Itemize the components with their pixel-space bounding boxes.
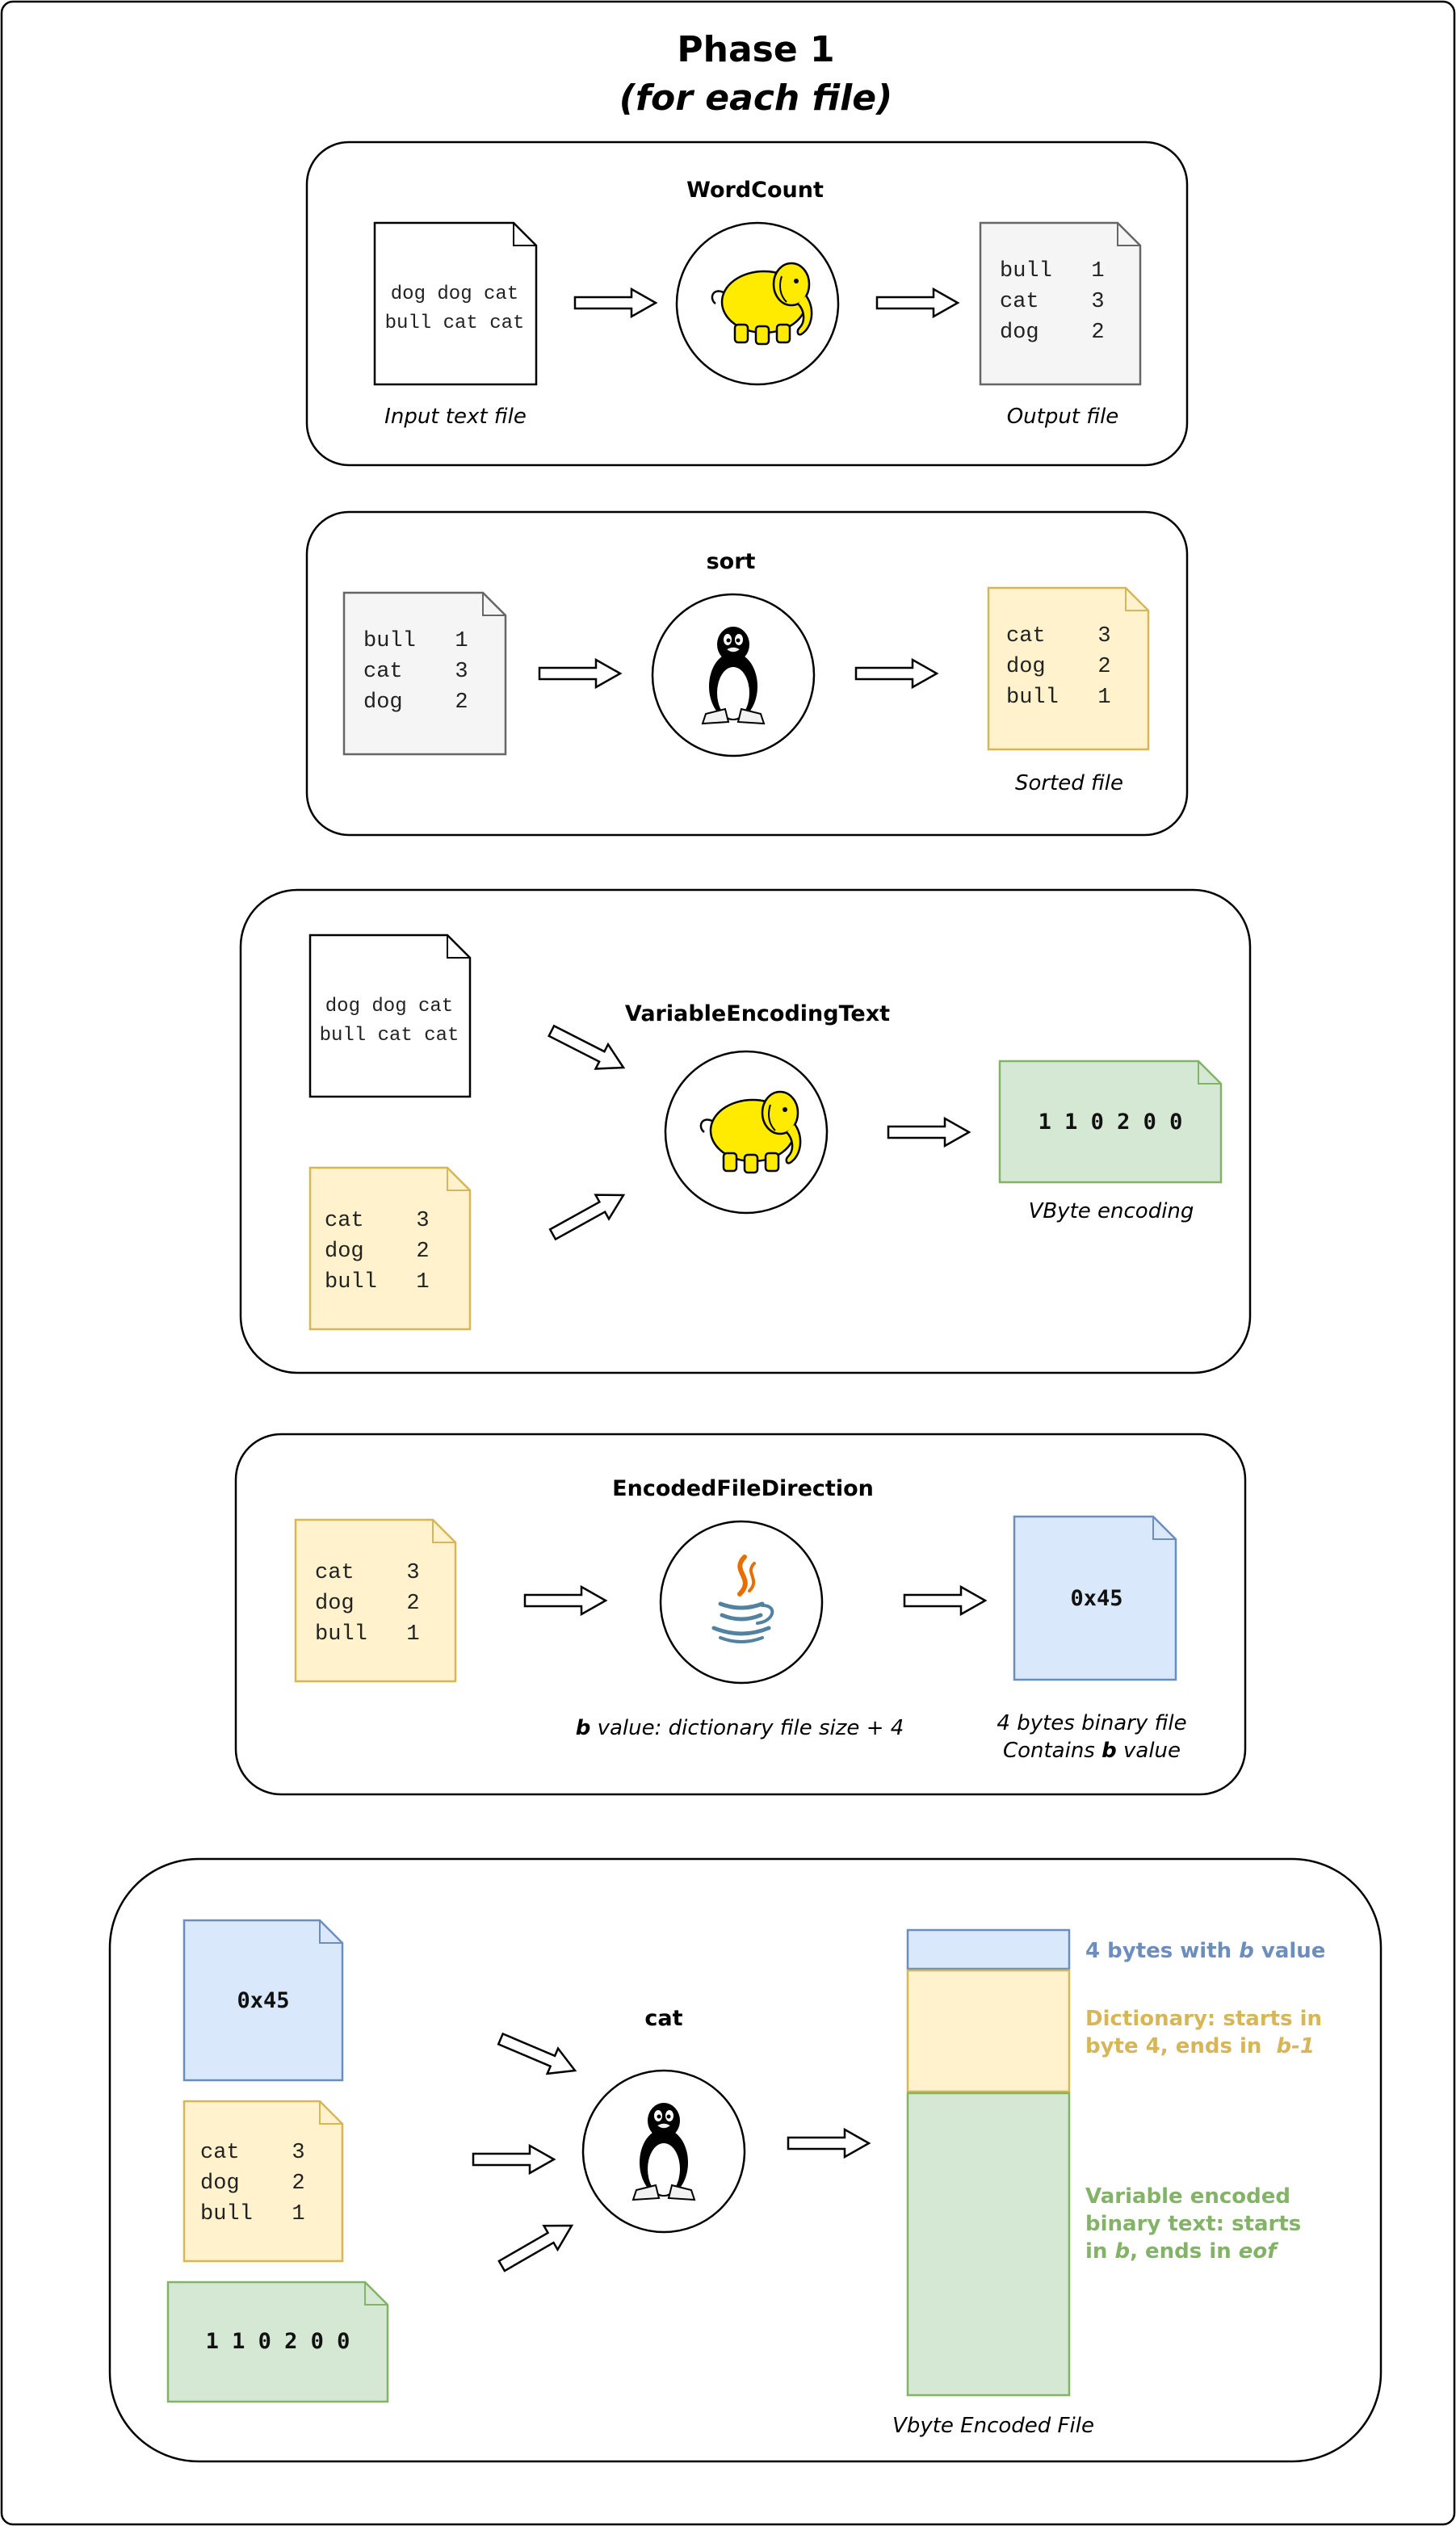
stage-variable-encoding: VariableEncodingText dog dog cat bull ca…	[239, 888, 1252, 1374]
file-line: cat 3	[1006, 624, 1111, 648]
stage-wordcount: WordCount dog dog cat bull cat cat Input…	[305, 141, 1189, 467]
file-value: 1 1 0 2 0 0	[1039, 1110, 1183, 1135]
legend-text-line1: Variable encoded	[1085, 2184, 1290, 2209]
caption-text: value: dictionary file size + 4	[590, 1716, 904, 1740]
sorted-file: cat 3 dog 2 bull 1	[987, 586, 1150, 751]
file-line: dog 2	[1000, 321, 1105, 345]
file-value: 0x45	[237, 1988, 289, 2013]
legend-text: 4 bytes with	[1085, 1939, 1239, 1963]
file-line: cat 3	[325, 1209, 430, 1233]
legend-emphasis: b-1	[1277, 2034, 1315, 2058]
input-caption: Input text file	[384, 405, 527, 429]
file-line: dog 2	[315, 1592, 420, 1616]
legend-text-line2: binary text: starts	[1085, 2212, 1301, 2236]
legend-text-line3: in b, ends in eof	[1085, 2239, 1279, 2264]
file-line: cat 3	[315, 1561, 420, 1585]
dictionary-file: cat 3 dog 2 bull 1	[183, 2100, 344, 2263]
legend-dictionary-line2: byte 4, ends in b-1	[1085, 2034, 1315, 2058]
input-text-file: dog dog cat bull cat cat	[308, 934, 472, 1098]
file-line: bull 1	[1006, 686, 1111, 710]
page-subtitle: (for each file)	[619, 78, 892, 119]
vbyte-encoded-file: 1 1 0 2 0 0	[166, 2281, 389, 2403]
stage-label: VariableEncodingText	[625, 1001, 890, 1026]
layout-dictionary-segment	[906, 1969, 1071, 2093]
file-line: cat 3	[363, 660, 468, 684]
legend-dictionary-line1: Dictionary: starts in	[1085, 2007, 1322, 2031]
binary-b-file: 0x45	[183, 1919, 344, 2082]
output-caption: Output file	[1007, 405, 1119, 429]
stage-encoded-file-direction: EncodedFileDirection cat 3 dog 2 bull 1 …	[234, 1433, 1247, 1796]
output-caption: VByte encoding	[1029, 1199, 1194, 1223]
linux-node	[581, 2069, 746, 2234]
b-value-caption: b value: dictionary file size + 4	[576, 1716, 904, 1740]
file-line: bull cat cat	[320, 1025, 459, 1047]
file-line: bull 1	[363, 629, 468, 653]
layout-text-segment	[906, 2092, 1071, 2397]
encoded-file-layout	[906, 1928, 1071, 2397]
file-line: dog dog cat	[391, 283, 518, 305]
legend-text: value	[1254, 1939, 1326, 1963]
caption-text: value	[1117, 1739, 1181, 1763]
legend-text: byte 4, ends in	[1085, 2034, 1277, 2058]
binary-b-file: 0x45	[1013, 1515, 1177, 1681]
file-line: bull 1	[325, 1270, 430, 1294]
b-symbol: b	[576, 1716, 591, 1740]
file-line: dog dog cat	[325, 996, 453, 1018]
output-caption-line2: Contains b value	[1003, 1739, 1181, 1763]
caption-text: Contains	[1003, 1739, 1101, 1763]
file-value: 1 1 0 2 0 0	[206, 2329, 350, 2354]
file-line: bull 1	[1000, 259, 1105, 283]
dictionary-file: cat 3 dog 2 bull 1	[294, 1518, 457, 1683]
file-line: bull 1	[200, 2202, 305, 2226]
file-line: dog 2	[200, 2171, 305, 2196]
stage-sort: sort bull 1 cat 3 dog 2 cat 3 dog 2 bull…	[305, 510, 1189, 837]
layout-header-segment	[906, 1928, 1071, 1970]
b-symbol: b	[1114, 2239, 1130, 2264]
stage-cat: cat 0x45 cat 3 dog 2 bull 1 1 1 0 2 0 0	[108, 1857, 1383, 2463]
stage-label: EncodedFileDirection	[612, 1476, 874, 1501]
stage-label: sort	[707, 549, 756, 574]
stage-label: WordCount	[686, 178, 824, 203]
page-title: Phase 1	[677, 29, 834, 70]
java-node	[659, 1520, 824, 1685]
file-line: dog 2	[325, 1240, 430, 1264]
file-line: cat 3	[1000, 290, 1105, 314]
output-caption-line1: 4 bytes binary file	[997, 1711, 1186, 1735]
b-symbol: b	[1239, 1939, 1254, 1963]
file-line: bull cat cat	[385, 313, 525, 334]
file-line: bull 1	[315, 1622, 420, 1647]
hadoop-node	[664, 1050, 829, 1215]
output-caption: Sorted file	[1015, 771, 1123, 795]
file-line: dog 2	[1006, 655, 1111, 679]
input-file: bull 1 cat 3 dog 2	[342, 591, 507, 756]
output-caption: Vbyte Encoded File	[892, 2414, 1094, 2438]
dictionary-file: cat 3 dog 2 bull 1	[308, 1166, 472, 1331]
hadoop-node	[675, 221, 840, 386]
legend-text: in	[1085, 2239, 1114, 2264]
legend-header: 4 bytes with b value	[1085, 1939, 1325, 1963]
b-symbol: b	[1101, 1739, 1117, 1763]
output-file: bull 1 cat 3 dog 2	[979, 221, 1142, 386]
legend-text: , ends in	[1130, 2239, 1239, 2264]
vbyte-output-file: 1 1 0 2 0 0	[998, 1059, 1223, 1184]
stage-label: cat	[644, 2006, 682, 2031]
legend-emphasis: eof	[1239, 2239, 1279, 2264]
input-text-file: dog dog cat bull cat cat	[373, 221, 538, 386]
file-value: 0x45	[1070, 1586, 1122, 1611]
file-line: dog 2	[363, 690, 468, 715]
file-line: cat 3	[200, 2141, 305, 2165]
linux-node	[651, 593, 816, 757]
